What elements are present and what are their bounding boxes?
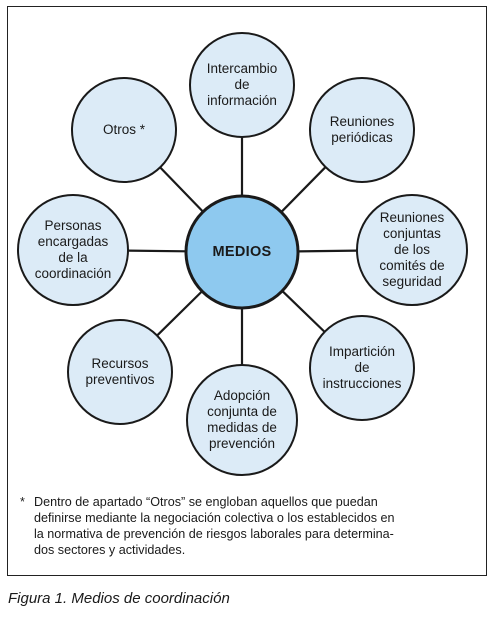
node-label-recursos-preventivos: Recursos preventivos	[85, 356, 155, 387]
node-label-adopcion-conjunta-medidas: Adopción conjunta de medidas de prevenci…	[207, 388, 277, 451]
node-circle-reuniones-periodicas	[309, 77, 415, 183]
node-label-imparticion-de-instrucciones: Impartición de instrucciones	[322, 344, 402, 391]
node-circle-otros	[71, 77, 177, 183]
node-label-reuniones-conjuntas-comites: Reuniones conjuntas de los comités de se…	[379, 210, 445, 289]
center-label: MEDIOS	[212, 244, 272, 260]
node-label-personas-encargadas-coordinacion: Personas encargadas de la coordinación	[34, 218, 112, 281]
connector-lines	[127, 137, 358, 365]
node-label-intercambio-de-informacion: Intercambio de información	[206, 61, 278, 108]
node-circle-recursos-preventivos	[67, 319, 173, 425]
connector-reuniones-conjuntas-comites	[297, 249, 358, 253]
node-circle-reuniones-conjuntas-comites	[356, 194, 468, 306]
node-circles	[17, 32, 468, 476]
connector-imparticion-de-instrucciones	[281, 290, 326, 333]
footnote-marker: *	[20, 495, 25, 509]
footnote-text: Dentro de apartado “Otros” se engloban a…	[34, 495, 395, 557]
node-circle-personas-encargadas-coordinacion	[17, 194, 129, 306]
node-circle-adopcion-conjunta-medidas	[186, 364, 298, 476]
connector-reuniones-periodicas	[280, 166, 327, 213]
connector-personas-encargadas-coordinacion	[127, 249, 187, 253]
connector-recursos-preventivos	[156, 290, 203, 337]
node-label-otros: Otros *	[102, 122, 145, 137]
center-circle	[184, 194, 300, 310]
footnote: * Dentro de apartado “Otros” se engloban…	[20, 494, 475, 558]
node-circle-intercambio-de-informacion	[189, 32, 295, 138]
node-label-reuniones-periodicas: Reuniones periódicas	[329, 114, 395, 145]
node-circle-imparticion-de-instrucciones	[309, 315, 415, 421]
figure-caption: Figura 1. Medios de coordinación	[8, 590, 230, 607]
connector-otros	[159, 166, 204, 213]
